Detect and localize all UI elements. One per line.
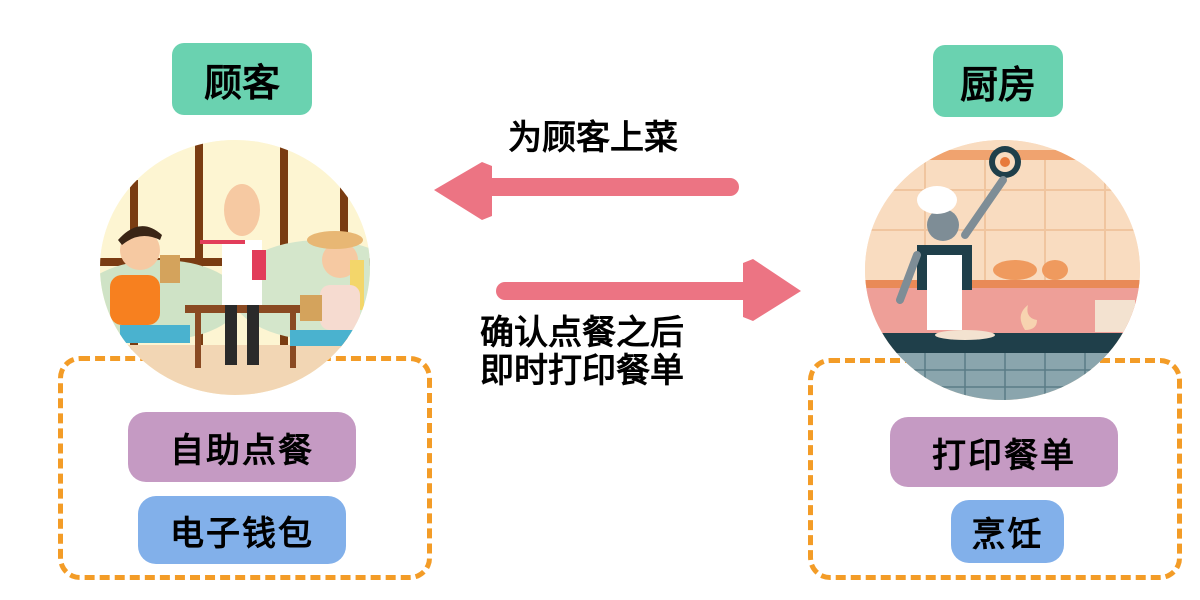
- arrow-right-icon: [743, 259, 801, 321]
- feature-self-ordering: 自助点餐: [128, 412, 356, 482]
- order-arrow-label-line2: 即时打印餐单: [480, 351, 684, 391]
- customer-title-text: 顾客: [203, 60, 280, 105]
- restaurant-scene-illustration: [100, 140, 370, 395]
- order-arrow-label-line1: 确认点餐之后: [480, 313, 684, 353]
- feature-print-order: 打印餐单: [890, 417, 1118, 487]
- serve-arrow: [434, 162, 739, 220]
- kitchen-title: 厨房: [933, 45, 1063, 117]
- customer-title: 顾客: [172, 43, 312, 115]
- feature-cooking: 烹饪: [951, 500, 1064, 563]
- serve-arrow-label: 为顾客上菜: [508, 118, 678, 158]
- feature-self-ordering-text: 自助点餐: [170, 430, 314, 471]
- kitchen-title-text: 厨房: [959, 62, 1036, 107]
- order-arrow: [496, 259, 801, 321]
- chef-kitchen-illustration: [865, 140, 1140, 400]
- feature-print-order-text: 打印餐单: [932, 435, 1076, 476]
- feature-cooking-text: 烹饪: [971, 515, 1044, 555]
- feature-e-wallet: 电子钱包: [138, 496, 346, 564]
- arrow-left-icon: [434, 162, 492, 220]
- feature-e-wallet-text: 电子钱包: [170, 513, 314, 554]
